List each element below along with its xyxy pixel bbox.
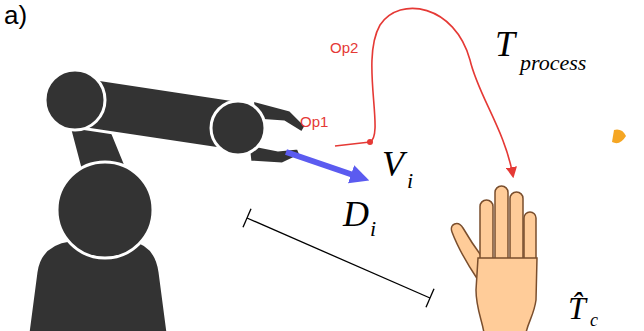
subscript-label: c <box>590 311 598 329</box>
symbol-label: T <box>495 26 515 62</box>
robot-arm <box>28 70 306 331</box>
waypoint-dot <box>367 139 373 145</box>
trajectory-curve <box>335 8 513 176</box>
symbol-label: D <box>343 196 369 232</box>
subscript-label: i <box>407 170 413 192</box>
symbol-label: V <box>382 146 404 182</box>
dimension-line <box>243 209 434 307</box>
operation-label: Op2 <box>330 40 358 55</box>
subscript-label: i <box>370 218 376 240</box>
panel-label: a) <box>4 2 27 28</box>
cropped-shape <box>612 130 626 144</box>
subscript-label: process <box>520 52 586 74</box>
symbol-label: T̂ <box>568 292 586 324</box>
operation-label: Op1 <box>300 114 328 129</box>
velocity-arrow <box>286 152 362 178</box>
human-hand <box>451 186 537 331</box>
